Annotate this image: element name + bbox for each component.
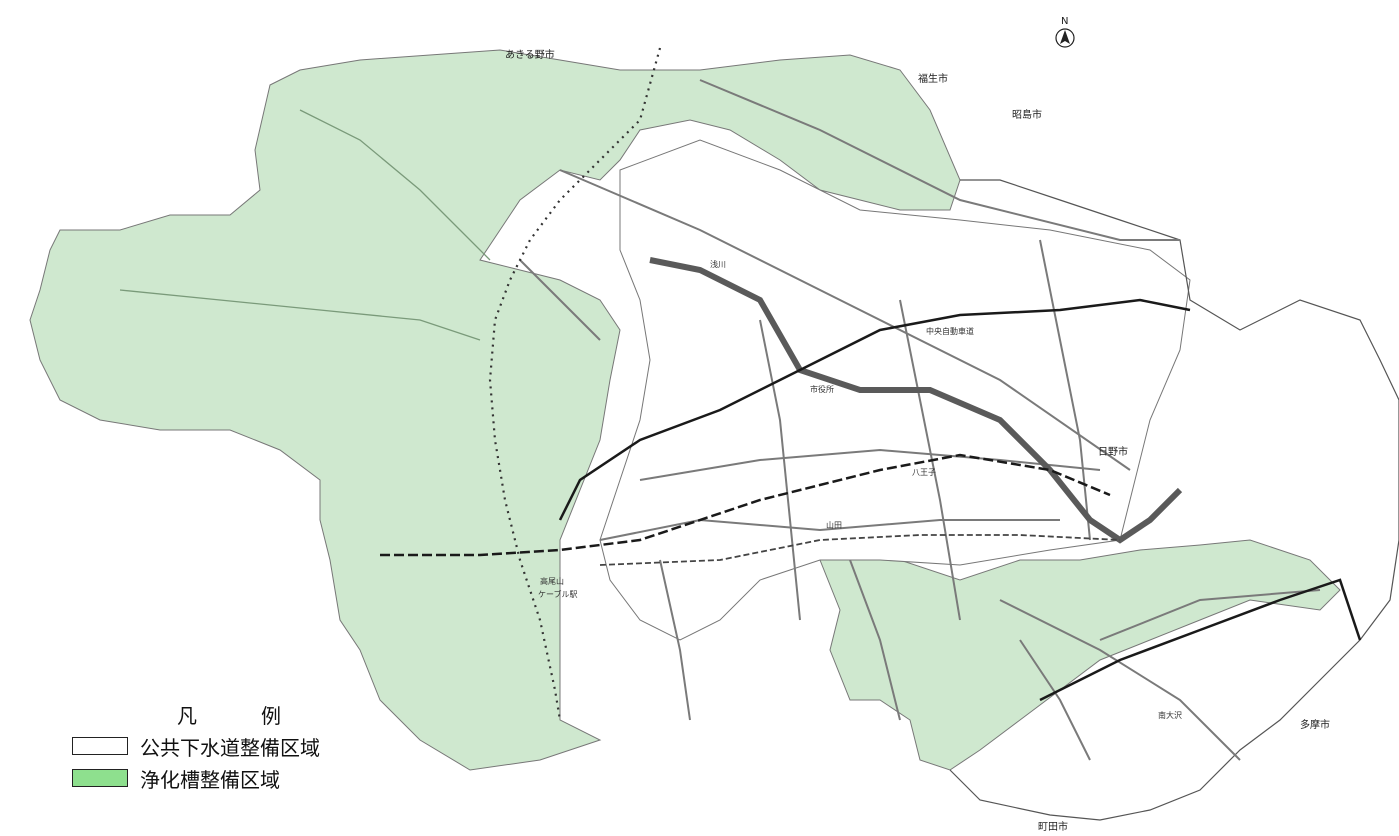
label-asakawa: 浅川 (710, 259, 726, 269)
legend-swatch-sewer (72, 737, 128, 755)
north-arrow-icon (1055, 28, 1075, 48)
legend-swatch-purification (72, 769, 128, 787)
city-boundary-east (949, 179, 1399, 821)
jr-chuo-line (380, 453, 1111, 557)
neighbor-akiruno: あきる野市 (505, 48, 555, 61)
label-minami-osawa: 南大沢 (1158, 710, 1182, 720)
label-chuo-expressway: 中央自動車道 (926, 326, 974, 336)
label-city-hall: 市役所 (810, 384, 834, 394)
keio-line (599, 534, 1121, 566)
neighbor-machida: 町田市 (1038, 820, 1068, 833)
chuo-expressway (558, 298, 1191, 521)
roads (519, 79, 1321, 761)
north-label: N (1061, 16, 1068, 27)
legend-label-sewer: 公共下水道整備区域 (140, 735, 320, 760)
label-takaosan-cable: 高尾山 ケーブル駅 (538, 576, 578, 599)
legend-title: 凡 例 (177, 704, 303, 728)
river-west (299, 109, 491, 261)
dotted-boundary-line (488, 47, 662, 721)
river-asakawa (649, 257, 1183, 544)
neighbor-hino: 日野市 (1098, 445, 1128, 458)
legend-item-purification: 浄化槽整備区域 (72, 762, 402, 794)
legend-item-sewer: 公共下水道整備区域 (72, 730, 402, 762)
map-legend: 凡 例 公共下水道整備区域 浄化槽整備区域 (72, 702, 402, 794)
river-west-2 (119, 289, 481, 341)
purification-area-south-east (819, 539, 1341, 771)
neighbor-fussa: 福生市 (918, 72, 948, 85)
neighbor-tama: 多摩市 (1300, 718, 1330, 731)
neighbor-akishima: 昭島市 (1012, 108, 1042, 121)
purification-area-west (29, 49, 961, 771)
legend-label-purification: 浄化槽整備区域 (140, 767, 280, 792)
label-hachioji-station: 八王子 (912, 468, 936, 477)
label-yamada: 山田 (826, 520, 842, 530)
ken-o-expressway (1039, 578, 1362, 702)
